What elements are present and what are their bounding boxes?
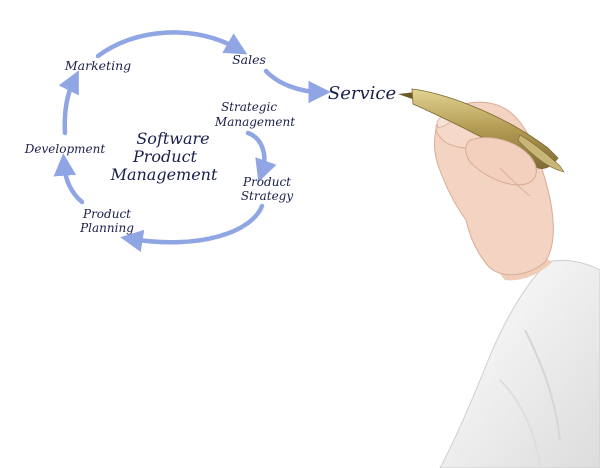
center-title-line1: Software [136,129,209,148]
node-product-planning-line2: Planning [79,221,134,235]
arrow-strategic-to-product-strategy [245,130,277,183]
thumb [465,137,537,186]
center-title: Software Product Management [110,129,218,184]
node-marketing: Marketing [64,58,131,73]
node-strategic-management-line2: Management [214,115,295,129]
center-title-line2: Product [132,147,198,166]
arrows [53,30,331,252]
pen-clip [517,134,565,173]
arrow-marketing-to-sales [95,30,248,59]
arrow-product-strategy-to-planning [120,203,265,252]
center-title-line3: Management [110,165,218,184]
node-service: Service [328,83,396,104]
node-product-strategy-line1: Product [242,175,291,189]
arrow-sales-to-service [263,68,331,104]
arrow-planning-to-development [53,153,85,205]
arrow-development-to-marketing [58,70,79,136]
node-product-strategy-line2: Strategy [241,189,294,203]
node-development: Development [24,142,106,156]
lab-coat-sleeve [439,259,600,468]
node-sales: Sales [232,52,266,67]
node-product-planning-line1: Product [82,207,131,221]
node-strategic-management-line1: Strategic [221,100,277,114]
node-labels: Marketing Sales Service Strategic Manage… [24,52,396,235]
hand-illustration [398,88,600,468]
